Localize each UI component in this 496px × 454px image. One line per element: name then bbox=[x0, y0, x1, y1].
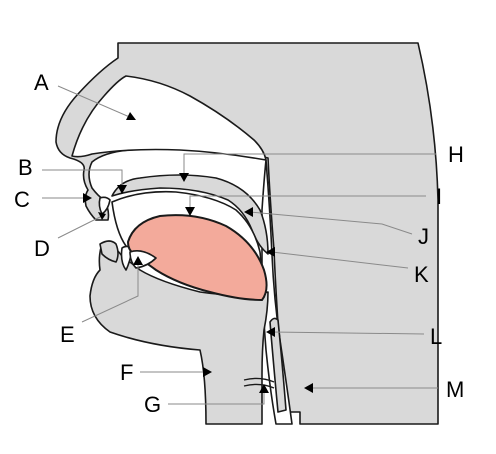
leader-j bbox=[249, 211, 413, 235]
epiglottis bbox=[269, 317, 287, 413]
arrowhead-m bbox=[304, 383, 313, 393]
labels: A B C D E F G H I J K L M bbox=[14, 70, 464, 417]
leader-k bbox=[271, 251, 409, 269]
label-h: H bbox=[448, 142, 464, 167]
arrowhead-l bbox=[266, 327, 275, 337]
leader-d bbox=[57, 215, 103, 239]
arrowhead-a bbox=[126, 112, 136, 120]
label-k: K bbox=[414, 262, 429, 287]
arrowhead-i bbox=[185, 207, 195, 216]
arrowheads bbox=[83, 112, 313, 393]
arrowhead-h bbox=[179, 173, 189, 182]
leader-i bbox=[189, 195, 426, 208]
leader-l bbox=[271, 331, 425, 335]
label-j: J bbox=[418, 224, 429, 249]
arrowhead-c bbox=[83, 193, 92, 203]
arrowhead-k bbox=[266, 247, 275, 257]
leader-e bbox=[81, 264, 139, 323]
label-a: A bbox=[34, 70, 49, 95]
arrowhead-b bbox=[117, 185, 127, 194]
label-l: L bbox=[430, 324, 442, 349]
arrowhead-d bbox=[98, 212, 106, 220]
label-f: F bbox=[120, 360, 133, 385]
lower-jaw bbox=[89, 243, 269, 425]
label-c: C bbox=[14, 187, 30, 212]
upper-tooth bbox=[98, 196, 111, 215]
leader-a bbox=[57, 85, 133, 119]
leader-lines bbox=[42, 85, 438, 405]
leader-g bbox=[168, 390, 265, 405]
arrowhead-g bbox=[259, 384, 269, 393]
arrowhead-f bbox=[203, 367, 212, 377]
lower-lip bbox=[99, 240, 119, 263]
leader-b bbox=[42, 169, 123, 186]
label-b: B bbox=[18, 155, 33, 180]
arrowhead-e bbox=[133, 256, 143, 265]
nasal-cavity bbox=[71, 75, 267, 161]
label-d: D bbox=[34, 236, 50, 261]
vocal-folds bbox=[243, 377, 275, 389]
leader-h bbox=[183, 153, 436, 174]
arrowhead-j bbox=[244, 207, 253, 217]
label-g: G bbox=[144, 392, 161, 417]
label-m: M bbox=[446, 377, 464, 402]
palate bbox=[111, 174, 269, 255]
label-i: I bbox=[436, 184, 442, 209]
label-e: E bbox=[60, 322, 75, 347]
